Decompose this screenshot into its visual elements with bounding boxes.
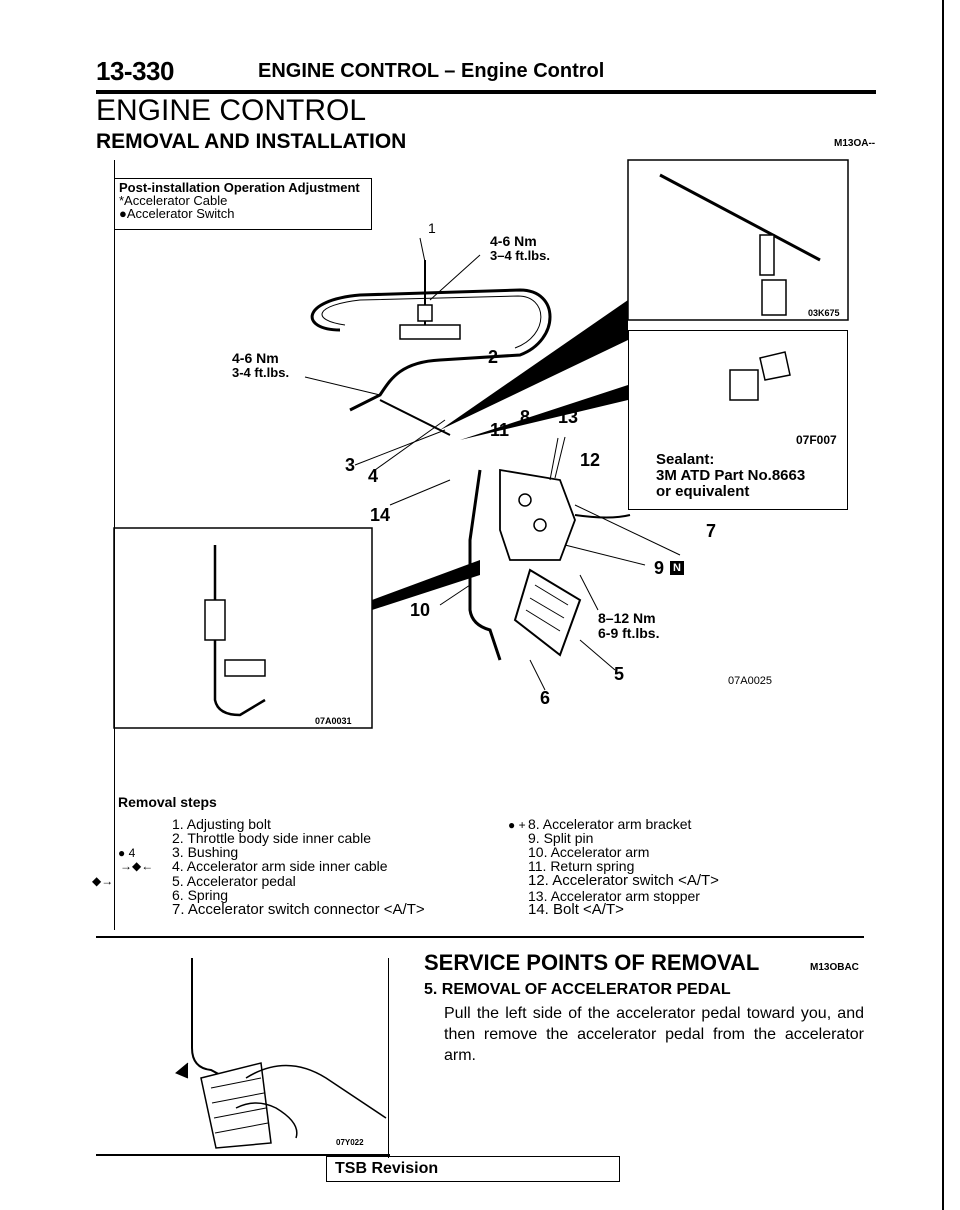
step-item: 8. Accelerator arm bracket — [528, 816, 692, 832]
inset-frame-bracket — [113, 527, 373, 729]
inset-frame-cable — [627, 159, 849, 321]
sealant-inset-frame — [628, 330, 848, 510]
callout-11: 11 — [490, 420, 510, 440]
sealant-line: or equivalent — [656, 483, 750, 500]
torque-label: 4-6 Nm — [490, 233, 537, 249]
bracket-bolt-hole — [518, 493, 532, 507]
callout-7: 7 — [706, 521, 717, 541]
header-title: ENGINE CONTROL – Engine Control — [258, 60, 605, 82]
step-mark: ◆→ — [92, 874, 114, 888]
step-item: 5. Accelerator pedal — [172, 873, 296, 889]
accelerator-arm — [468, 469, 502, 661]
switch-connector-wire — [574, 514, 631, 519]
section-title: ENGINE CONTROL — [96, 94, 367, 127]
accelerator-cable — [310, 288, 552, 412]
step-item: 11. Return spring — [528, 858, 635, 874]
service-points-title: SERVICE POINTS OF REMOVAL — [424, 950, 760, 975]
removal-steps-title: Removal steps — [118, 794, 217, 810]
page-number: 13-330 — [96, 56, 174, 86]
figure-code: 07A0031 — [315, 716, 352, 726]
callout-14: 14 — [370, 505, 391, 525]
cable-clip — [399, 324, 461, 340]
callout-4: 4 — [368, 466, 379, 486]
post-installation-box: Post-installation Operation Adjustment *… — [114, 178, 372, 230]
callout-2: 2 — [488, 347, 499, 367]
figure-code: 07Y022 — [336, 1138, 364, 1147]
sealant-note: Sealant: 3M ATD Part No.8663 or equivale… — [656, 452, 805, 500]
service-points-code: M13OBAC — [810, 962, 859, 973]
leader-wedge — [460, 385, 628, 440]
inner-cable — [379, 399, 451, 436]
step-mark: →◆← — [120, 859, 154, 873]
callout-10: 10 — [410, 600, 431, 620]
post-installation-item: ●Accelerator Switch — [119, 206, 235, 221]
step-mark: ● + — [508, 818, 526, 832]
step-item: 7. Accelerator switch connector <A/T> — [172, 901, 425, 918]
right-margin-rule — [942, 0, 944, 1210]
section-divider — [96, 936, 864, 938]
leader-wedge — [440, 300, 628, 430]
step-item: 12. Accelerator switch <A/T> — [528, 872, 719, 889]
step-item: 9. Split pin — [528, 830, 594, 846]
accelerator-cable — [321, 295, 542, 349]
torque-label: 3–4 ft.lbs. — [490, 248, 550, 263]
header-rule — [96, 90, 876, 94]
figure-code: 07A0025 — [728, 675, 773, 687]
step-item: 2. Throttle body side inner cable — [172, 830, 371, 846]
callout-12: 12 — [580, 450, 601, 470]
step-item: 13. Accelerator arm stopper — [528, 888, 700, 904]
reference-code: M13OA-- — [834, 138, 876, 149]
step-item: 4. Accelerator arm side inner cable — [172, 858, 388, 874]
accelerator-pedal — [513, 568, 582, 657]
sealant-line: 3M ATD Part No.8663 — [656, 467, 806, 484]
step-item: 3. Bushing — [172, 844, 239, 860]
torque-label: 3-4 ft.lbs. — [232, 365, 290, 380]
arm-bracket — [499, 468, 576, 561]
sealant-line: Sealant: — [656, 451, 715, 468]
callout-9: 9 — [654, 558, 665, 578]
callout-6: 6 — [540, 688, 551, 708]
adjusting-bolt-head — [417, 304, 433, 322]
service-step-title: 5. REMOVAL OF ACCELERATOR PEDAL — [424, 981, 731, 998]
sealant-badge: N — [670, 561, 684, 575]
step-item: 10. Accelerator arm — [528, 844, 650, 860]
step-mark: ● 4 — [118, 846, 136, 860]
torque-label: 4-6 Nm — [232, 350, 279, 366]
pedal-hand-drawing — [175, 958, 387, 1149]
bottom-rule — [96, 1154, 390, 1156]
torque-label: 8–12 Nm — [598, 610, 656, 626]
post-installation-item: *Accelerator Cable — [119, 193, 228, 208]
figure-code: 07F007 — [796, 433, 837, 447]
leader-wedge — [372, 560, 480, 610]
torque-label: 6-9 ft.lbs. — [598, 625, 660, 641]
callout-1: 1 — [428, 220, 436, 236]
service-step-body: Pull the left side of the accelerator pe… — [444, 1005, 864, 1064]
callout-3: 3 — [345, 455, 356, 475]
post-installation-title: Post-installation Operation Adjustment — [119, 180, 360, 195]
subsection-title: REMOVAL AND INSTALLATION — [96, 130, 407, 153]
pedal-removal-illustration — [96, 958, 389, 1158]
callout-13: 13 — [558, 407, 579, 427]
step-item: 1. Adjusting bolt — [172, 816, 271, 832]
callout-5: 5 — [614, 664, 625, 684]
step-item: 14. Bolt <A/T> — [528, 901, 624, 918]
callout-8: 8 — [520, 407, 531, 427]
figure-code: 03K675 — [808, 308, 840, 318]
tsb-revision-box: TSB Revision — [326, 1156, 620, 1182]
bracket-bolt-hole — [533, 518, 547, 532]
step-item: 6. Spring — [172, 887, 229, 903]
